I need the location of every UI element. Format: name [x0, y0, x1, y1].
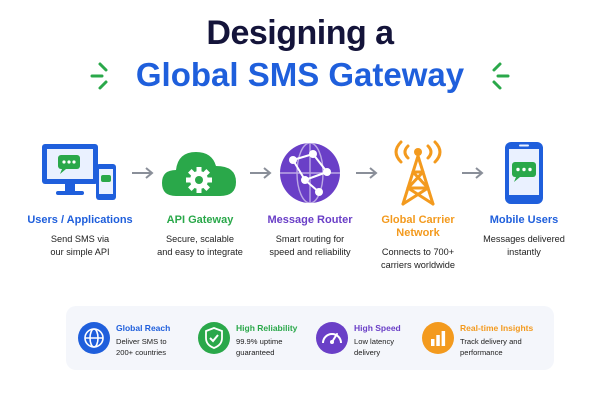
globe-network-icon: [280, 142, 340, 204]
step-name: Mobile Users: [489, 214, 559, 226]
step-name: Users / Applications: [27, 214, 133, 226]
cloud-gear-icon: [162, 152, 236, 196]
title-line-1: Designing a: [206, 14, 394, 52]
speedometer-icon: [316, 322, 348, 354]
sparkle-right-icon: [492, 62, 510, 90]
arrow-right-icon: [132, 167, 154, 179]
shield-check-icon: [198, 322, 230, 354]
cell-tower-icon: [394, 140, 442, 206]
globe-icon: [78, 322, 110, 354]
feature-title: Global Reach: [116, 323, 171, 333]
feature-title: High Speed: [354, 323, 401, 333]
bar-chart-icon: [422, 322, 454, 354]
computer-phone-icon: [42, 144, 116, 200]
feature-title: High Reliability: [236, 323, 298, 333]
mobile-message-icon: [505, 142, 543, 204]
feature-title: Real-time Insights: [460, 323, 534, 333]
step-description: Connects to 700+carriers worldwide: [380, 247, 456, 270]
arrow-right-icon: [356, 167, 378, 179]
arrow-right-icon: [250, 167, 272, 179]
sparkle-left-icon: [90, 62, 108, 90]
step-name: API Gateway: [166, 214, 234, 226]
title-line-2: Global SMS Gateway: [135, 56, 465, 93]
step-name: Message Router: [267, 214, 353, 226]
arrow-right-icon: [462, 167, 484, 179]
